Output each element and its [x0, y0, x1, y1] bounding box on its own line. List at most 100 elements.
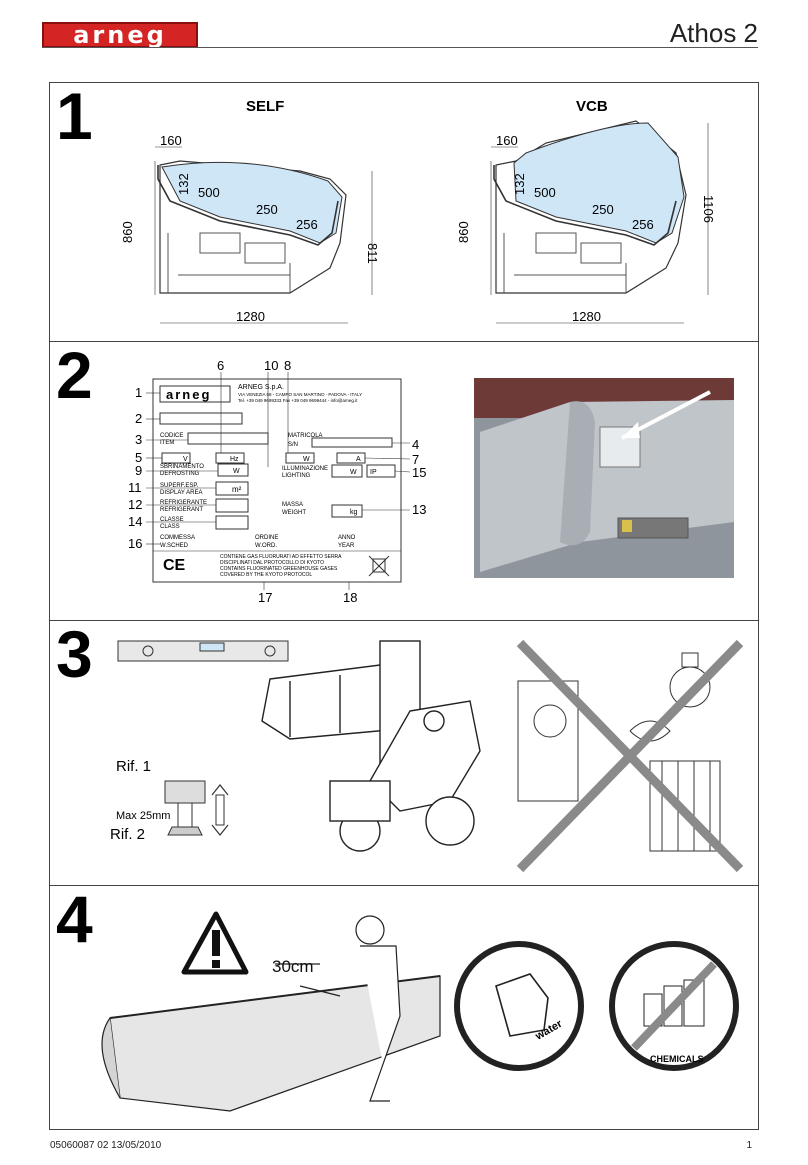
forklift-illustration: [261, 640, 481, 852]
callout-leaders: [146, 372, 411, 590]
vcb-dim-250: 250: [592, 202, 614, 217]
svg-text:COMMESSA: COMMESSA: [160, 535, 195, 541]
svg-text:W: W: [233, 468, 240, 475]
self-title: SELF: [246, 98, 284, 115]
panel-2-nameplate: 2 arneg ARNEG S.p.A. VIA VENEZIA 58 - CA…: [49, 341, 759, 621]
svg-text:W: W: [303, 456, 310, 463]
plate-company: ARNEG S.p.A.: [238, 384, 284, 391]
svg-text:CONTIENE GAS FLUORURATI AD EFF: CONTIENE GAS FLUORURATI AD EFFETTO SERRA: [220, 554, 342, 560]
svg-text:15: 15: [412, 465, 426, 480]
svg-text:CONTAINS FLUORINATED GREENHOUS: CONTAINS FLUORINATED GREENHOUSE GASES: [220, 566, 338, 572]
svg-text:17: 17: [258, 590, 272, 605]
svg-text:A: A: [356, 456, 361, 463]
self-dim-811: 811: [365, 243, 380, 264]
svg-text:YEAR: YEAR: [338, 543, 355, 549]
page-number: 1: [746, 1140, 752, 1151]
weee-bin-icon: [368, 555, 390, 577]
panel-3-handling: 3 Rif. 1 Max 25mm Rif. 2: [49, 620, 759, 886]
svg-text:18: 18: [343, 590, 357, 605]
svg-text:W.ORD.: W.ORD.: [255, 543, 277, 549]
vcb-title: VCB: [576, 98, 608, 115]
svg-text:ANNO: ANNO: [338, 535, 356, 541]
svg-text:14: 14: [128, 514, 142, 529]
plate-contact: Tel. +39 049 9699333 Fax +39 049 9699444…: [238, 398, 358, 403]
no-heat-sources-icon: [516, 639, 744, 873]
svg-text:1: 1: [135, 385, 142, 400]
svg-text:W: W: [350, 469, 357, 476]
spray-cleaning-illustration: 30cm: [101, 915, 441, 1112]
svg-text:4: 4: [412, 437, 419, 452]
plate-logo: arneg: [166, 387, 211, 402]
svg-text:10: 10: [264, 358, 278, 373]
vcb-dim-860: 860: [456, 221, 471, 243]
vcb-dim-1280: 1280: [572, 309, 601, 324]
step-number-1: 1: [56, 79, 93, 153]
self-dim-860: 860: [120, 221, 135, 243]
svg-text:CODICE: CODICE: [160, 433, 183, 439]
svg-text:6: 6: [217, 358, 224, 373]
arneg-logo: arneg: [42, 22, 198, 48]
spirit-level-icon: [117, 640, 289, 662]
svg-text:7: 7: [412, 452, 419, 467]
header-rule: [42, 47, 758, 48]
svg-text:3: 3: [135, 432, 142, 447]
dimension-drawings: SELF 160 132 500 250 256 860 811 1280 VC…: [120, 98, 716, 324]
svg-text:REFRIGERANTE: REFRIGERANTE: [160, 500, 207, 506]
svg-text:W.SCHED: W.SCHED: [160, 543, 189, 549]
svg-text:ITEM: ITEM: [160, 440, 174, 446]
document-code: 05060087 02 13/05/2010: [50, 1140, 162, 1151]
vcb-section-drawing: VCB 160 132 500 250 256 860 1106 1280: [456, 98, 716, 324]
svg-text:LIGHTING: LIGHTING: [282, 473, 311, 479]
water-spray-icon: water: [454, 941, 584, 1071]
svg-text:9: 9: [135, 463, 142, 478]
svg-text:WEIGHT: WEIGHT: [282, 510, 306, 516]
vcb-dim-160: 160: [496, 133, 518, 148]
svg-text:Rif. 2: Rif. 2: [110, 826, 145, 843]
svg-text:CLASS: CLASS: [160, 524, 180, 530]
self-dim-256: 256: [296, 217, 318, 232]
svg-text:Max 25mm: Max 25mm: [116, 810, 170, 822]
warning-triangle-icon: [181, 911, 249, 975]
svg-text:13: 13: [412, 502, 426, 517]
step-number-3: 3: [56, 617, 93, 691]
svg-text:IP: IP: [370, 469, 377, 476]
svg-text:MASSA: MASSA: [282, 502, 303, 508]
vcb-dim-256: 256: [632, 217, 654, 232]
svg-text:S/N: S/N: [288, 442, 298, 448]
svg-text:COVERED BY THE KYOTO PROTOCOL: COVERED BY THE KYOTO PROTOCOL: [220, 572, 312, 578]
svg-text:2: 2: [135, 411, 142, 426]
adjustable-foot-detail: Rif. 1 Max 25mm Rif. 2: [110, 758, 229, 843]
svg-text:CLASSE: CLASSE: [160, 517, 184, 523]
self-section-drawing: SELF 160 132 500 250 256 860 811 1280: [120, 98, 380, 324]
svg-text:11: 11: [128, 480, 142, 495]
self-dim-160: 160: [160, 133, 182, 148]
plate-logo-box: [159, 385, 231, 403]
svg-text:Rif. 1: Rif. 1: [116, 758, 151, 775]
panel-4-cleaning: 4 30cm water: [49, 885, 759, 1130]
nameplate-location-photo: [474, 378, 734, 578]
svg-text:SBRINAMENTO: SBRINAMENTO: [160, 464, 204, 470]
svg-text:DISCIPLINATI DAL PROTOCOLLO DI: DISCIPLINATI DAL PROTOCOLLO DI KYOTO: [220, 560, 324, 566]
panel-1-dimensions: 1 SELF 160 132 500 250 256 860 811 1280: [49, 82, 759, 342]
svg-text:m²: m²: [232, 485, 242, 494]
svg-text:8: 8: [284, 358, 291, 373]
svg-text:5: 5: [135, 450, 142, 465]
svg-text:REFRIGERANT: REFRIGERANT: [160, 507, 203, 513]
svg-text:CHEMICALS: CHEMICALS: [650, 1054, 704, 1064]
svg-text:SUPERF.ESP.: SUPERF.ESP.: [160, 483, 199, 489]
svg-text:kg: kg: [350, 509, 358, 516]
nameplate-diagram: arneg ARNEG S.p.A. VIA VENEZIA 58 - CAMP…: [128, 358, 734, 605]
svg-text:ILLUMINAZIONE: ILLUMINAZIONE: [282, 466, 328, 472]
self-dim-250: 250: [256, 202, 278, 217]
vcb-dim-1106: 1106: [701, 195, 716, 223]
svg-text:DEFROSTING: DEFROSTING: [160, 471, 200, 477]
self-dim-132: 132: [176, 173, 191, 195]
svg-text:16: 16: [128, 536, 142, 551]
cleaning-illustrations: 30cm water CHEMICALS: [101, 911, 739, 1112]
plate-address: VIA VENEZIA 58 - CAMPO SAN MARTINO - PAD…: [238, 392, 362, 397]
svg-text:DISPLAY AREA: DISPLAY AREA: [160, 490, 202, 496]
handling-illustrations: Rif. 1 Max 25mm Rif. 2: [110, 639, 744, 873]
vcb-dim-500: 500: [534, 185, 556, 200]
callout-numbers: 1 2 3 4 5 6 7 8 9 10 11 12 13 14 15 16 1…: [128, 358, 426, 605]
model-title: Athos 2: [669, 18, 758, 48]
